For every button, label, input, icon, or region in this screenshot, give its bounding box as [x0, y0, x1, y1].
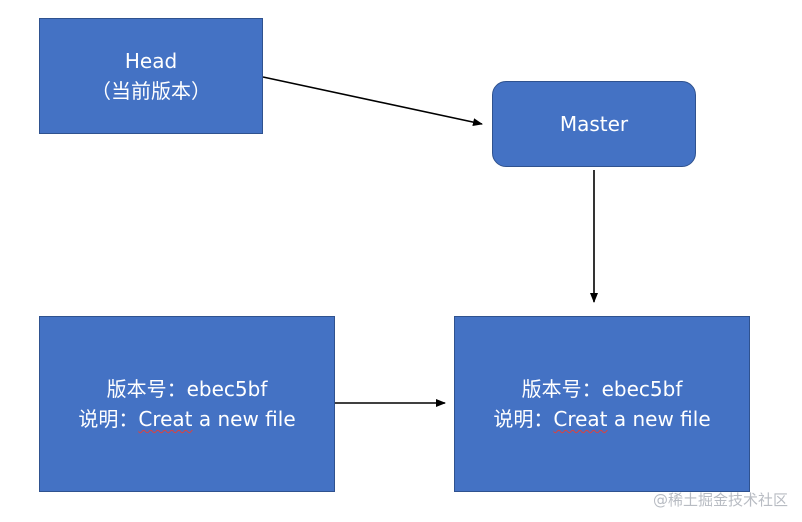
commit-version-value: ebec5bf — [601, 377, 683, 401]
head-node: Head （当前版本） — [39, 18, 263, 134]
commit-description-line: 说明：Creat a new file — [493, 404, 710, 434]
commit-version-label: 版本号： — [521, 377, 602, 401]
head-node-subtitle: （当前版本） — [91, 79, 211, 103]
master-node-label: Master — [559, 112, 629, 136]
head-node-title: Head — [124, 49, 178, 73]
commit-description-rest: a new file — [607, 407, 711, 431]
commit-version-line: 版本号：ebec5bf — [107, 374, 268, 404]
commit-version-label: 版本号： — [106, 377, 187, 401]
watermark: @稀土掘金技术社区 — [652, 491, 788, 509]
commit-description-misspelled-word: Creat — [138, 407, 193, 431]
commit-description-label: 说明： — [78, 407, 139, 431]
commit-description-misspelled-word: Creat — [553, 407, 608, 431]
commit-node-left: 版本号：ebec5bf 说明：Creat a new file — [39, 316, 335, 492]
arrow-head-to-master — [262, 76, 483, 127]
commit-description-label: 说明： — [493, 407, 554, 431]
commit-version-value: ebec5bf — [186, 377, 268, 401]
master-node: Master — [492, 81, 696, 167]
commit-node-right: 版本号：ebec5bf 说明：Creat a new file — [454, 316, 750, 492]
commit-description-rest: a new file — [192, 407, 296, 431]
commit-version-line: 版本号：ebec5bf — [522, 374, 683, 404]
commit-description-line: 说明：Creat a new file — [78, 404, 295, 434]
